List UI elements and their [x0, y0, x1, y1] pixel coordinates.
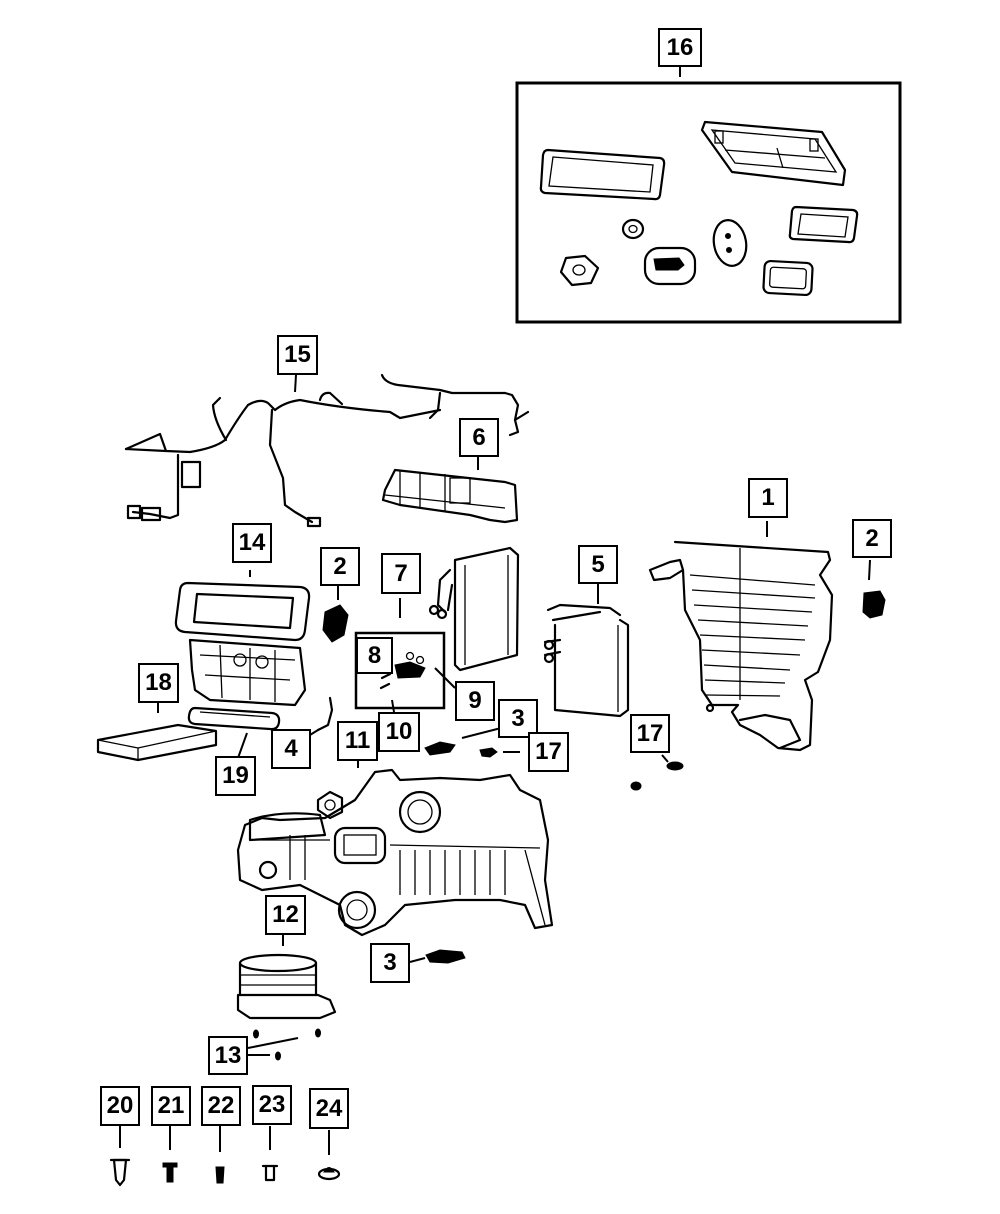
- seal-kit-box: [515, 81, 902, 324]
- callout-5[interactable]: 5: [578, 545, 618, 584]
- callout-18[interactable]: 18: [138, 663, 179, 703]
- callout-4[interactable]: 4: [271, 729, 311, 769]
- upper-bracket-part: [381, 457, 519, 524]
- cabin-filter-part: [96, 703, 218, 762]
- seal-grille: [700, 120, 847, 187]
- seal-rect-large: [539, 148, 666, 201]
- callout-8[interactable]: 8: [356, 637, 393, 674]
- distribution-housing-part: [648, 521, 834, 752]
- seal-rect-medium: [788, 205, 859, 244]
- callout-17-left[interactable]: 17: [528, 732, 569, 772]
- air-inlet-housing-part: [174, 570, 311, 707]
- callout-11[interactable]: 11: [337, 721, 378, 761]
- callout-21[interactable]: 21: [151, 1086, 191, 1126]
- callout-12[interactable]: 12: [265, 895, 306, 935]
- callout-23[interactable]: 23: [252, 1085, 292, 1125]
- actuator-left-part: [322, 585, 349, 643]
- clip-left-part: [479, 747, 520, 758]
- seal-rect-small: [762, 259, 814, 297]
- seal-oval: [712, 219, 748, 267]
- callout-6[interactable]: 6: [459, 418, 499, 457]
- callout-14[interactable]: 14: [232, 523, 272, 563]
- blower-motor-part: [236, 935, 337, 1020]
- expansion-valve-kit-group: [354, 598, 456, 713]
- fastener-24-part: [317, 1130, 341, 1181]
- fastener-23-part: [261, 1126, 279, 1182]
- callout-22[interactable]: 22: [201, 1086, 241, 1126]
- fastener-21-part: [162, 1126, 178, 1183]
- actuator-upper-part: [424, 726, 506, 756]
- heater-core-part: [543, 584, 630, 718]
- callout-16[interactable]: 16: [658, 28, 702, 67]
- clip-right-part: [630, 754, 684, 791]
- seal-grommet-small: [621, 218, 645, 240]
- seal-kit-group: [515, 67, 902, 324]
- actuator-lower-part: [409, 949, 466, 964]
- evaporator-core-part: [428, 546, 520, 672]
- callout-19[interactable]: 19: [215, 756, 256, 796]
- sensor-part: [309, 696, 334, 736]
- callout-9[interactable]: 9: [455, 681, 495, 721]
- callout-3-upper[interactable]: 3: [498, 699, 538, 738]
- callout-3-lower[interactable]: 3: [370, 943, 410, 983]
- callout-20[interactable]: 20: [100, 1086, 140, 1126]
- callout-24[interactable]: 24: [309, 1088, 349, 1129]
- callout-10[interactable]: 10: [378, 712, 420, 752]
- callout-17-right[interactable]: 17: [630, 714, 670, 753]
- callout-2-right[interactable]: 2: [852, 519, 892, 558]
- callout-13[interactable]: 13: [208, 1036, 248, 1075]
- actuator-right-part: [862, 559, 886, 619]
- callout-15[interactable]: 15: [277, 335, 318, 375]
- filter-door-part: [187, 706, 281, 759]
- callout-7[interactable]: 7: [381, 553, 421, 594]
- fastener-20-part: [109, 1126, 131, 1187]
- callout-2-left[interactable]: 2: [320, 547, 360, 586]
- fastener-22-part: [215, 1126, 225, 1184]
- wiring-harness: [124, 373, 530, 528]
- hvac-housing-part: [236, 755, 554, 937]
- callout-1[interactable]: 1: [748, 478, 788, 518]
- screws-part: [247, 1028, 321, 1061]
- seal-grommet-oblong: [643, 246, 697, 286]
- seal-hex-grommet: [559, 254, 600, 287]
